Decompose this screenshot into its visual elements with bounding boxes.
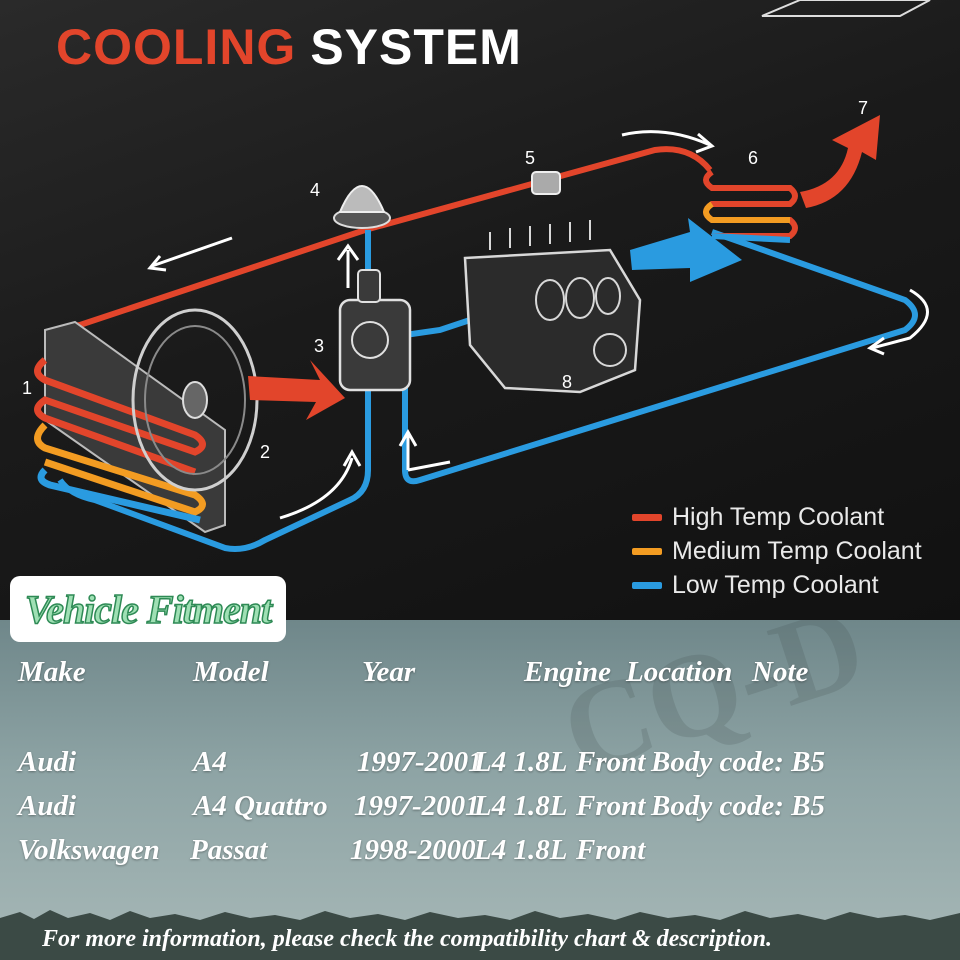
row1-model: A4 <box>193 746 227 778</box>
column-header-note: Note <box>752 656 809 688</box>
legend-item-high: High Temp Coolant <box>632 500 922 534</box>
vehicle-fitment-title: Vehicle Fitment <box>24 586 273 633</box>
corner-decoration <box>761 0 931 17</box>
row2-note: Body code: B5 <box>651 790 825 822</box>
treeline-decoration <box>0 910 960 926</box>
diagram-graphic <box>34 0 931 552</box>
row1-location: Front <box>576 746 646 778</box>
footer: For more information, please check the c… <box>0 910 960 960</box>
column-header-year: Year <box>362 656 416 688</box>
water-pump <box>338 269 412 392</box>
callout-7: 7 <box>858 98 869 118</box>
title-cooling: COOLING <box>56 19 297 75</box>
callout-1: 1 <box>22 378 33 398</box>
callout-8: 8 <box>562 372 573 392</box>
row3-make: Volkswagen <box>18 834 160 866</box>
callout-5: 5 <box>525 148 536 168</box>
column-header-model: Model <box>193 656 269 688</box>
low-temp-return-line <box>402 229 918 485</box>
row2-location: Front <box>576 790 646 822</box>
column-header-make: Make <box>18 656 86 688</box>
legend-item-low: Low Temp Coolant <box>632 568 922 602</box>
heater-core <box>703 169 798 243</box>
footer-note: For more information, please check the c… <box>42 926 772 952</box>
column-header-location: Location <box>626 656 733 688</box>
title-system: SYSTEM <box>310 19 522 75</box>
row2-year: 1997-2001 <box>354 790 480 822</box>
legend-label-low: Low Temp Coolant <box>672 570 879 599</box>
pump-to-engine-line <box>404 317 471 338</box>
legend: High Temp Coolant Medium Temp Coolant Lo… <box>632 500 922 602</box>
row3-location: Front <box>576 834 646 866</box>
row1-year: 1997-2001 <box>357 746 483 778</box>
row1-engine: L4 1.8L <box>474 746 568 778</box>
legend-label-high: High Temp Coolant <box>672 502 885 531</box>
radiator <box>34 320 226 534</box>
air-intake-arrow <box>630 218 742 282</box>
row2-make: Audi <box>18 790 77 822</box>
callout-4: 4 <box>310 180 321 200</box>
row3-model: Passat <box>190 834 268 866</box>
legend-swatch-high <box>632 513 662 521</box>
vehicle-fitment-section: CQ-D Make Model Year Engine Location Not… <box>0 620 960 960</box>
legend-swatch-medium <box>632 547 662 555</box>
engine-block <box>463 220 642 394</box>
callout-3: 3 <box>314 336 325 356</box>
row3-year: 1998-2000 <box>350 834 476 866</box>
row3-engine: L4 1.8L <box>474 834 568 866</box>
temperature-sensor <box>531 171 561 195</box>
vehicle-fitment-badge: Vehicle Fitment <box>10 576 286 642</box>
thermostat <box>333 185 391 229</box>
column-header-engine: Engine <box>524 656 612 688</box>
callout-2: 2 <box>260 442 271 462</box>
callout-6: 6 <box>748 148 759 168</box>
legend-swatch-low <box>632 581 662 589</box>
row1-make: Audi <box>18 746 77 778</box>
legend-label-medium: Medium Temp Coolant <box>672 536 922 565</box>
heat-output-arrow <box>800 115 880 208</box>
flow-arrows <box>147 130 929 520</box>
row1-note: Body code: B5 <box>651 746 825 778</box>
airflow-arrow <box>248 360 345 420</box>
row2-engine: L4 1.8L <box>474 790 568 822</box>
legend-item-medium: Medium Temp Coolant <box>632 534 922 568</box>
row2-model: A4 Quattro <box>193 790 328 822</box>
